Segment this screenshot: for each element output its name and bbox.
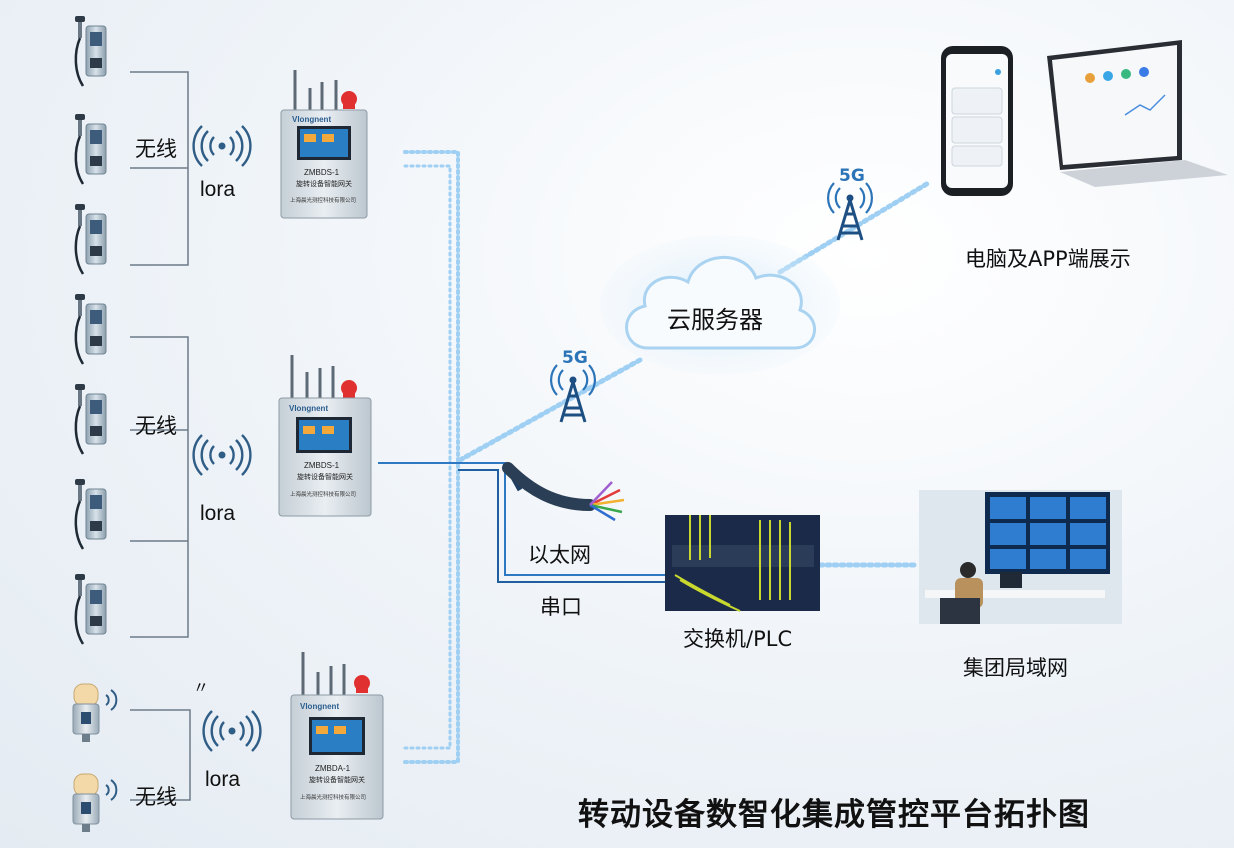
lora-label: lora [200, 178, 236, 201]
vibration-sensor [73, 202, 108, 276]
lora-label: lora [200, 502, 236, 525]
laptop-image [1047, 40, 1228, 187]
gateway-subtitle: 旋转设备智能网关 [297, 472, 353, 481]
vibration-sensor [73, 112, 108, 186]
wireless-signal-icon [202, 709, 262, 753]
wireless-label: 无线 [135, 785, 177, 809]
gateway-model: ZMBDA-1 [315, 764, 351, 773]
5g-label: 5G [562, 348, 588, 368]
lora-label: lora [205, 768, 241, 791]
lubricator-group [72, 683, 191, 833]
ethernet-label: 以太网 [528, 543, 591, 567]
ethernet-cable [502, 462, 625, 522]
gateway-brand: Vlongnent [300, 702, 339, 711]
vibration-sensor [73, 382, 108, 456]
gateway-brand: Vlongnent [292, 115, 331, 124]
wireless-label: 无线 [135, 414, 177, 438]
stray-mark: 〃 [193, 678, 210, 697]
gateway-1 [280, 70, 368, 219]
wireless-signal-icon [192, 433, 252, 477]
mobile-app-image [941, 46, 1013, 196]
sensor-group-1 [73, 14, 189, 276]
switch-plc-image [665, 515, 820, 612]
diagram-title: 转动设备数智化集成管控平台拓扑图 [578, 797, 1090, 833]
lubricator [72, 773, 100, 833]
gateway-brand: Vlongnent [289, 404, 328, 413]
cloud-icon [600, 235, 840, 375]
control-room-image [919, 490, 1122, 624]
gateway-3 [290, 652, 384, 820]
display-label: 电脑及APP端展示 [965, 247, 1131, 271]
lubricator [72, 683, 100, 743]
gateway-company: 上海晨光测控科技有限公司 [300, 793, 366, 801]
gateway-2 [278, 355, 372, 517]
switch-plc-label: 交换机/PLC [683, 627, 793, 651]
vibration-sensor [73, 477, 108, 551]
wireless-label: 无线 [135, 137, 177, 161]
5g-label: 5G [839, 166, 865, 186]
cloud-server-label: 云服务器 [667, 306, 763, 334]
wireless-signal-icon [192, 124, 252, 168]
gateway-subtitle: 旋转设备智能网关 [296, 179, 352, 188]
sensor-group-2 [73, 292, 189, 646]
lan-label: 集团局域网 [963, 656, 1068, 680]
5g-tower-icon [549, 363, 597, 424]
gateway-model: ZMBDS-1 [304, 461, 340, 470]
gateway-subtitle: 旋转设备智能网关 [309, 775, 365, 784]
vibration-sensor [73, 572, 108, 646]
vibration-sensor [73, 292, 108, 366]
gateway-company: 上海晨光测控科技有限公司 [290, 490, 356, 498]
gateway-company: 上海晨光测控科技有限公司 [290, 196, 356, 204]
gateway-model: ZMBDS-1 [304, 168, 340, 177]
vibration-sensor [73, 14, 108, 88]
serial-label: 串口 [540, 595, 582, 619]
